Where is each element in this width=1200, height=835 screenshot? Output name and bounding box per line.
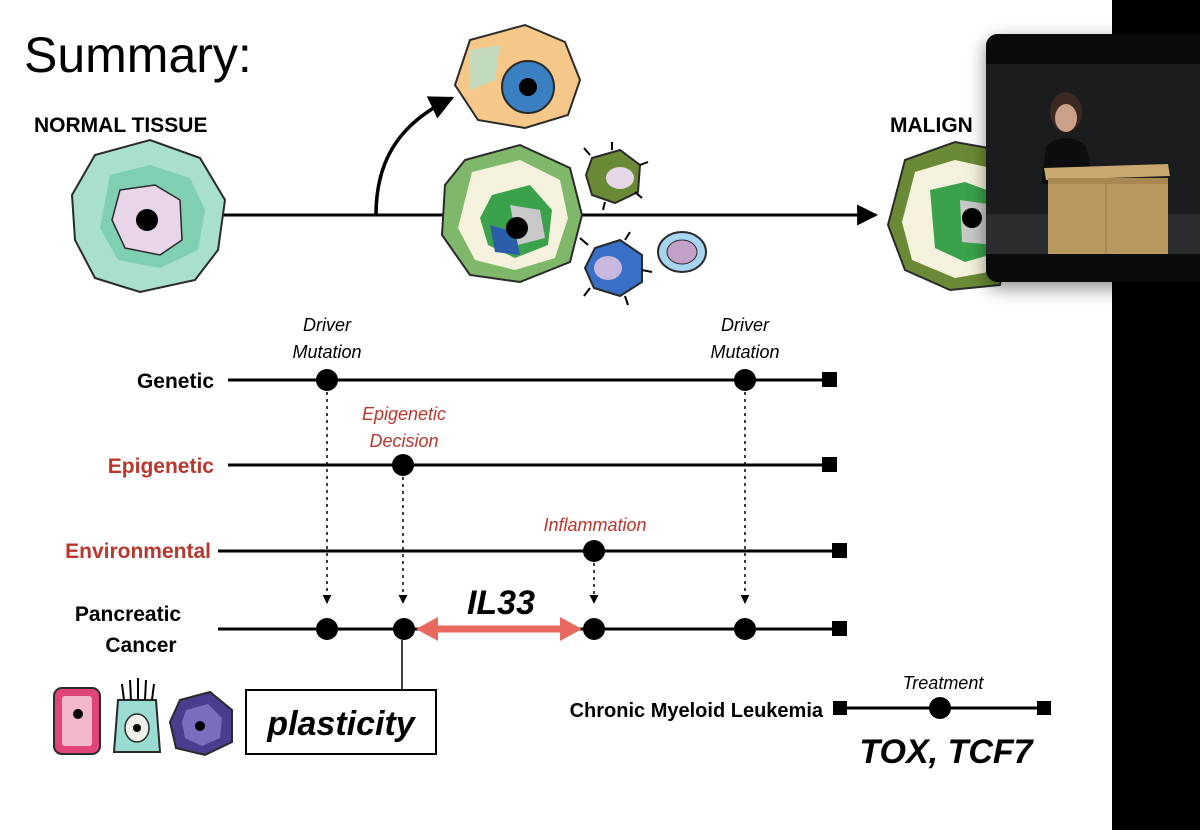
immune-cell-green-icon [583,142,649,211]
speaker-video-frame [986,34,1200,282]
malignant-label: MALIGN [890,114,973,137]
epigenetic-decision-line1: Epigenetic [362,404,446,424]
immune-cell-small-icon [657,231,707,273]
tox-tcf7-label: TOX, TCF7 [859,733,1034,771]
driver-mutation-2-line2: Mutation [710,342,779,362]
timeline-epigenetic [228,454,837,476]
driver-mutation-1-line1: Driver [303,315,352,335]
speaker-video[interactable] [986,34,1200,282]
plasticity-box [245,689,437,755]
pink-cell-icon [53,687,101,755]
row-label-genetic: Genetic [137,370,214,393]
timeline-environmental [218,540,847,562]
row-label-environmental: Environmental [65,540,211,563]
normal-tissue-label: NORMAL TISSUE [34,114,207,137]
il33-label: IL33 [467,584,535,622]
epigenetic-decision-line2: Decision [369,431,438,451]
row-label-epigenetic: Epigenetic [108,455,215,478]
ciliated-cell-icon [112,678,162,753]
cml-label: Chronic Myeloid Leukemia [570,700,824,722]
transformed-cell-icon [440,143,584,284]
malignant-cell-icon [886,140,1012,292]
immune-cell-blue-icon [579,231,653,306]
driver-mutation-2-line1: Driver [721,315,770,335]
timeline-cml [833,697,1051,719]
purple-cell-icon [168,690,233,757]
row-label-cancer: Cancer [105,634,176,657]
driver-mutation-1-line2: Mutation [292,342,361,362]
treatment-label: Treatment [903,673,985,693]
dotted-arrows [322,392,750,604]
il33-double-arrow [416,617,582,641]
branch-arrow [374,96,455,216]
slide-title: Summary: [24,27,252,83]
orange-cell-icon [453,23,582,130]
inflammation-label: Inflammation [543,515,646,535]
timeline-genetic [228,369,837,391]
row-label-pancreatic: Pancreatic [75,603,182,626]
normal-cell-icon [70,138,227,294]
plasticity-label: plasticity [266,705,416,743]
